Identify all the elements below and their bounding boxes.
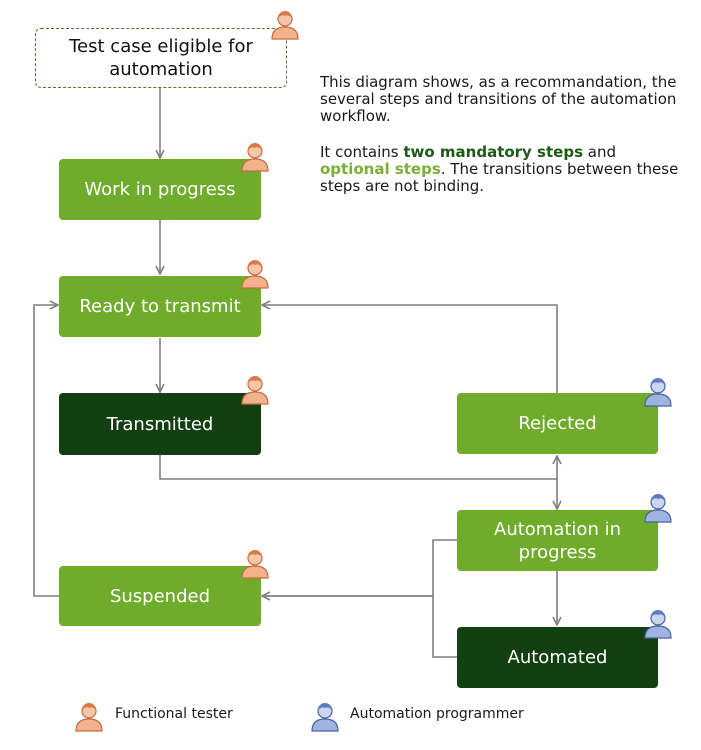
arrow-rejected-to-ready <box>262 305 558 393</box>
step-rejected-label: Rejected <box>518 413 597 434</box>
step-rejected: Rejected <box>457 393 658 454</box>
step-transmitted: Transmitted <box>59 393 261 455</box>
diagram-description: This diagram shows, as a recommandation,… <box>320 74 680 214</box>
legend-person-blue-icon <box>311 703 339 732</box>
step-automated-label: Automated <box>507 647 608 668</box>
legend-person-orange-icon <box>75 703 103 732</box>
step-ready-to-transmit: Ready to transmit <box>59 276 261 337</box>
person-orange-icon <box>271 11 299 40</box>
description-paragraph-1: This diagram shows, as a recommandation,… <box>320 73 677 125</box>
step-work-in-progress: Work in progress <box>59 159 261 220</box>
step-automation-in-progress: Automation in progress <box>457 510 658 571</box>
step-transmitted-label: Transmitted <box>106 413 214 435</box>
step-automated: Automated <box>457 627 658 688</box>
step-suspended: Suspended <box>59 566 261 626</box>
step-eligible: Test case eligible for automation <box>35 28 287 88</box>
step-work-in-progress-label: Work in progress <box>84 179 236 200</box>
description-rest: . The transitions between these steps ar… <box>320 160 679 195</box>
legend-automation-programmer: Automation programmer <box>350 706 524 722</box>
description-mandatory: two mandatory steps <box>403 143 583 161</box>
person-blue-icon <box>644 378 672 407</box>
bracket-to-suspended <box>262 539 457 658</box>
person-orange-icon <box>241 143 269 172</box>
person-orange-icon <box>241 550 269 579</box>
description-and: and <box>583 143 616 161</box>
step-suspended-label: Suspended <box>109 585 211 607</box>
description-optional: optional steps <box>320 160 441 178</box>
arrow-suspended-to-ready <box>33 305 60 597</box>
step-ready-to-transmit-label: Ready to transmit <box>79 296 241 317</box>
legend-functional-tester: Functional tester <box>115 706 233 722</box>
person-orange-icon <box>241 376 269 405</box>
step-automation-in-progress-label: Automation in progress <box>494 518 621 563</box>
step-eligible-label: Test case eligible for automation <box>69 36 253 80</box>
description-intro: It contains <box>320 143 404 161</box>
person-blue-icon <box>644 494 672 523</box>
description-paragraph-2: It contains two mandatory steps and opti… <box>320 144 680 195</box>
person-orange-icon <box>241 260 269 289</box>
line-transmitted-to-junction <box>159 455 557 480</box>
person-blue-icon <box>644 610 672 639</box>
